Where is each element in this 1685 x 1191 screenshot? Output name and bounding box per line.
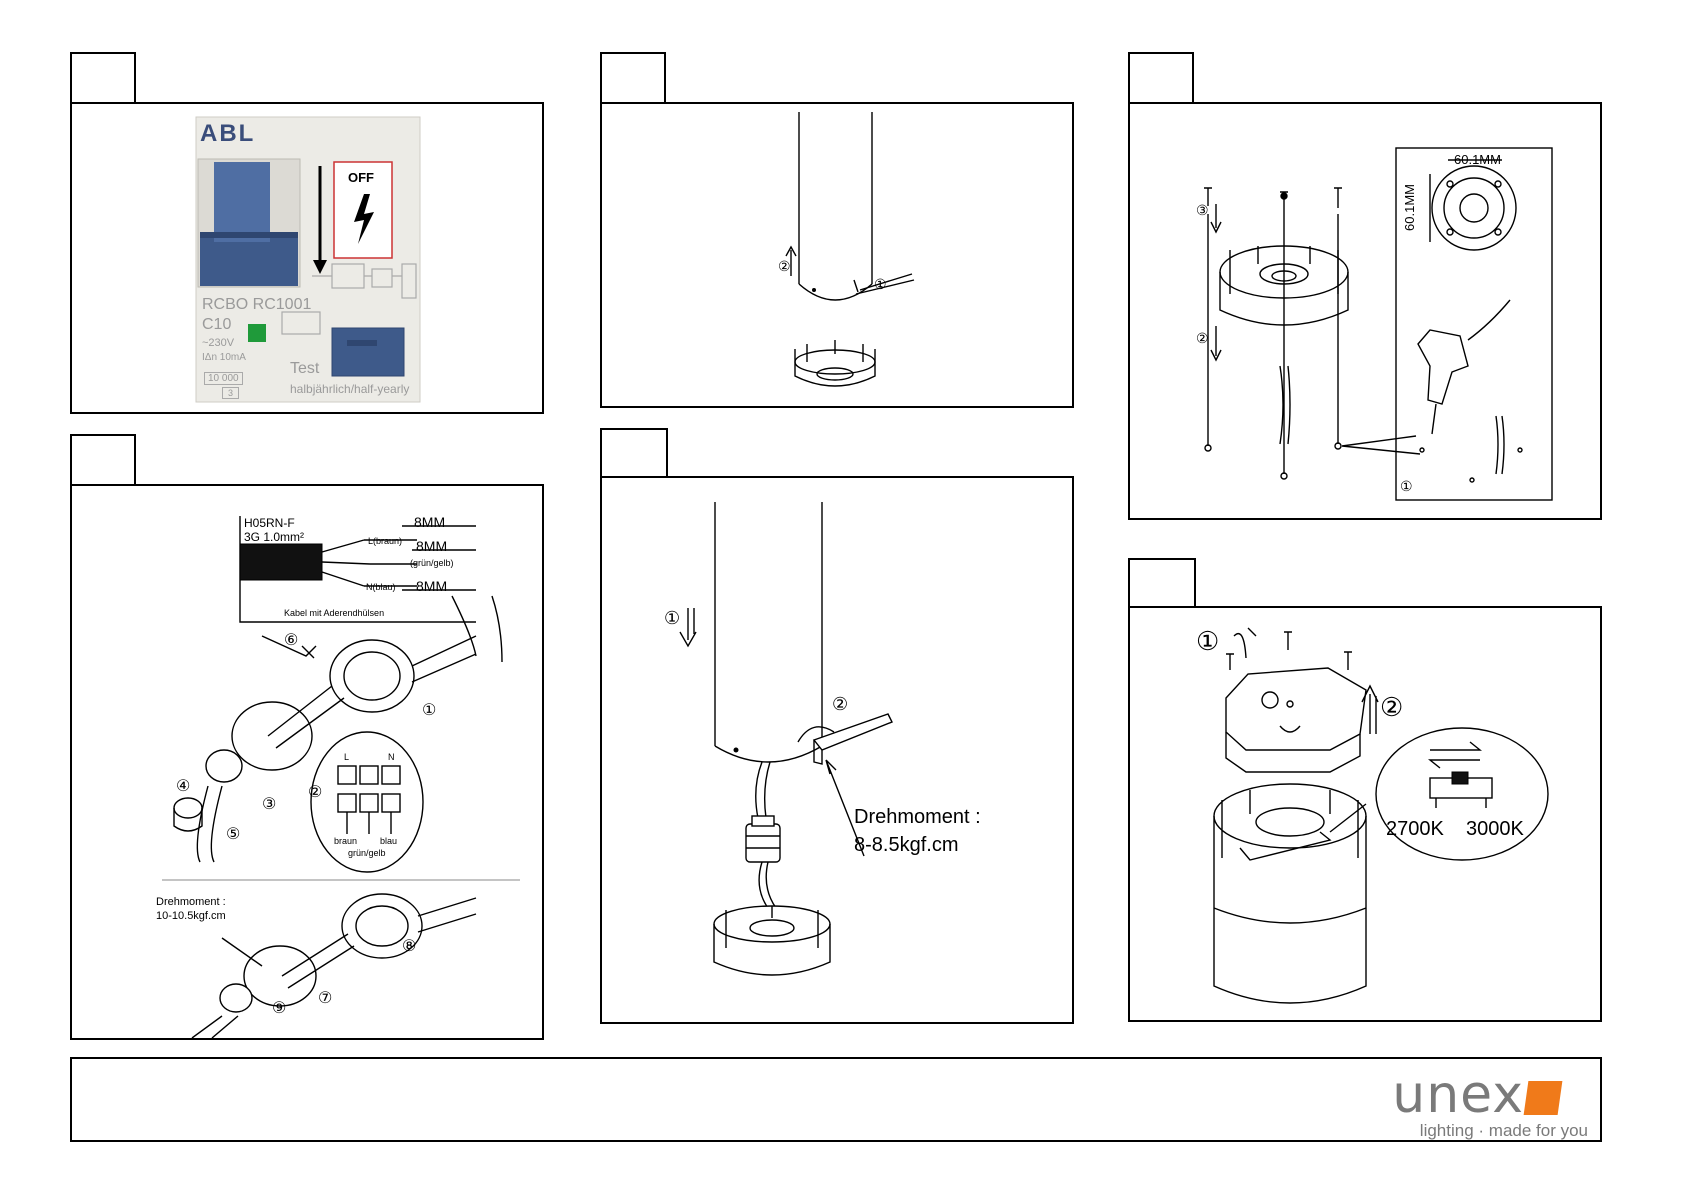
rcbo-idn: IΔn 10mA (202, 352, 246, 363)
torque-value-5: 8-8.5kgf.cm (854, 834, 959, 856)
wiring-illustration (162, 516, 520, 1038)
step4-num-4: ④ (176, 778, 191, 795)
step-2-panel: ① ② (600, 102, 1074, 408)
step-6-panel: ① ② 2700K 3000K (1128, 606, 1602, 1022)
step4-num-9: ⑨ (272, 1000, 287, 1017)
strip-dim-3: 8MM (416, 578, 448, 594)
cable-note: Kabel mit Aderendhülsen (284, 608, 385, 618)
torque-label-5: Drehmoment : (854, 806, 981, 828)
step3-num-2: ② (1196, 330, 1209, 346)
step6-num-1: ① (1196, 626, 1220, 656)
step4-num-6: ⑥ (284, 632, 299, 649)
terminal-l: L (344, 752, 350, 762)
step-tab-4 (70, 434, 136, 486)
strip-dim-2: 8MM (416, 538, 448, 554)
rcbo-model: RCBO RC1001 (202, 296, 312, 313)
logo-tagline: lighting · made for you (1419, 1121, 1588, 1140)
step-4-panel: H05RN-F 3G 1.0mm² 8MM 8MM 8MM L(braun) (… (70, 484, 544, 1040)
step-3-panel: 60.1MM 60.1MM ③ ② ① (1128, 102, 1602, 520)
step2-num-2: ② (778, 258, 791, 274)
terminal-blau: blau (380, 836, 398, 846)
rcbo-test-label: Test (290, 360, 320, 377)
rcbo-class: 3 (222, 387, 240, 399)
step4-num-2: ② (308, 784, 323, 801)
step2-num-1: ① (874, 276, 887, 292)
step-tab-5 (600, 428, 668, 480)
step3-num-1: ① (1400, 478, 1413, 494)
step-5-panel: ① ② Drehmoment : 8-8.5kgf.cm (600, 476, 1074, 1024)
rcbo-rating: 10 000 (204, 372, 243, 385)
terminal-gruengelb: grün/gelb (348, 848, 386, 858)
strip-dim-1: 8MM (414, 514, 446, 530)
step-tab-3 (1128, 52, 1194, 104)
step5-num-2: ② (832, 694, 849, 714)
step3-num-3: ③ (1196, 202, 1209, 218)
cable-spec: 3G 1.0mm² (244, 530, 305, 544)
rcbo-voltage: ~230V (202, 337, 235, 349)
cct-option-2700k: 2700K (1386, 818, 1444, 840)
wire-label-pe: (grün/gelb) (410, 558, 454, 568)
rcbo-test-sub: halbjährlich/half-yearly (290, 382, 410, 396)
step-tab-2 (600, 52, 666, 104)
terminal-n: N (388, 752, 395, 762)
logo-wordmark: unex (1392, 1065, 1524, 1125)
unex-logo: unex (1392, 1065, 1563, 1125)
step4-num-8: ⑧ (402, 938, 417, 955)
step5-num-1: ① (664, 608, 681, 628)
mounting-illustration (1204, 147, 1553, 501)
rcbo-illustration (195, 116, 421, 403)
step6-num-2: ② (1380, 692, 1404, 722)
pole-removal-illustration (785, 112, 915, 387)
torque-label-4: Drehmoment : (156, 896, 226, 908)
cct-selection-illustration (1213, 627, 1549, 1004)
cable-type: H05RN-F (244, 516, 295, 530)
step4-num-7: ⑦ (318, 990, 333, 1007)
step-tab-6 (1128, 558, 1196, 610)
step3-dim-v: 60.1MM (1401, 184, 1417, 231)
step3-dim-h: 60.1MM (1454, 152, 1501, 167)
step4-num-1: ① (422, 702, 437, 719)
wire-label-l: L(braun) (368, 536, 403, 546)
torque-value-4: 10-10.5kgf.cm (156, 910, 226, 922)
rcbo-off-label: OFF (348, 170, 374, 185)
step-tab-1 (70, 52, 136, 104)
footer: unex lighting · made for you (70, 1057, 1602, 1142)
logo-square-icon (1523, 1081, 1563, 1115)
step-1-panel: ABL OFF RCBO RC1001 C10 ~230V IΔn 10mA 1… (70, 102, 544, 414)
rcbo-c10: C10 (202, 316, 232, 333)
terminal-braun: braun (334, 836, 358, 846)
step4-num-5: ⑤ (226, 826, 241, 843)
wire-label-n: N(blau) (366, 582, 396, 592)
rcbo-brand: ABL (200, 120, 256, 147)
step4-num-3: ③ (262, 796, 277, 813)
cct-option-3000k: 3000K (1466, 818, 1524, 840)
pole-install-illustration (679, 502, 893, 976)
